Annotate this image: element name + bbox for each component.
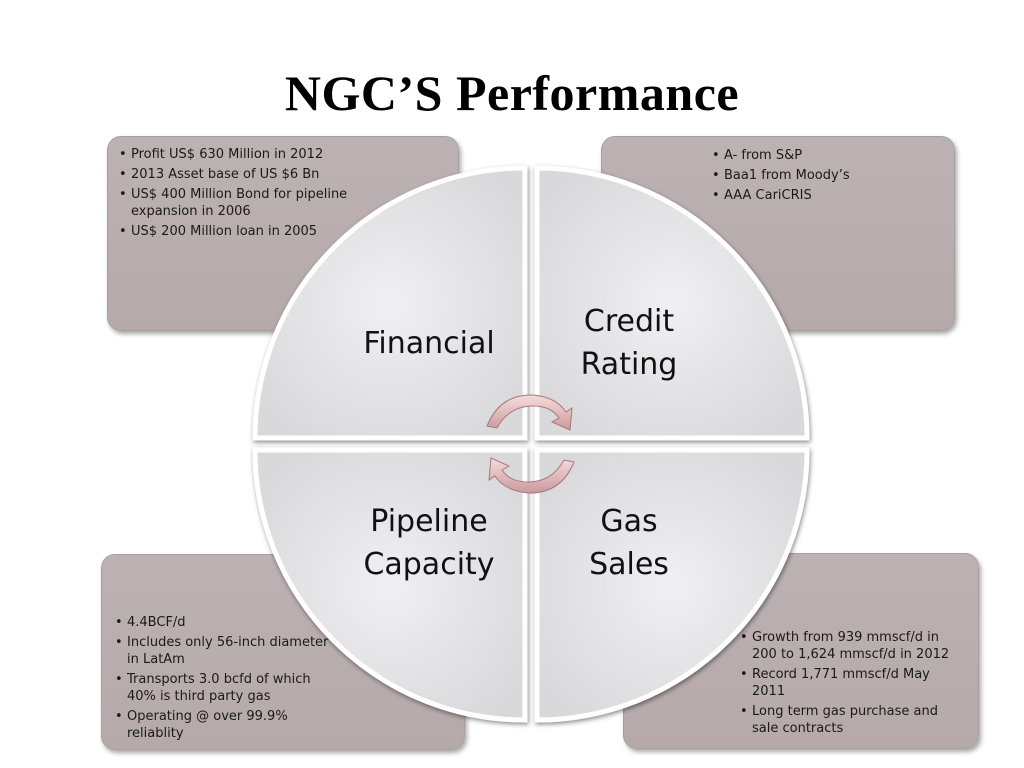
- credit-rating-label-line: Rating: [580, 347, 678, 382]
- gas-sales-label-line: Sales: [589, 547, 669, 582]
- list-item: Long term gas purchase and sale contract…: [738, 703, 963, 737]
- quadrant-gas-sales: [534, 447, 810, 723]
- quadrant-label-gas-sales: Gas Sales: [529, 500, 729, 586]
- pipeline-capacity-label-line: Capacity: [363, 547, 495, 582]
- credit-rating-bullet-list: A- from S&P Baa1 from Moody’s AAA CariCR…: [710, 147, 954, 204]
- list-item: 2013 Asset base of US $6 Bn: [117, 166, 357, 183]
- list-item: 4.4BCF/d: [113, 614, 337, 631]
- circular-arrows-icon: [486, 394, 575, 494]
- pipeline-capacity-label-line: Pipeline: [370, 504, 488, 539]
- quadrant-financial: [252, 165, 528, 441]
- credit-rating-label-line: Credit: [583, 304, 675, 339]
- list-item: AAA CariCRIS: [710, 187, 954, 204]
- gas-sales-bullet-list: Growth from 939 mmscf/d in 200 to 1,624 …: [738, 629, 963, 737]
- list-item: Growth from 939 mmscf/d in 200 to 1,624 …: [738, 629, 963, 663]
- quadrant-label-credit-rating: Credit Rating: [529, 300, 729, 386]
- list-item: A- from S&P: [710, 147, 954, 164]
- gas-sales-label-line: Gas: [600, 504, 658, 539]
- quadrant-credit-rating: [534, 165, 810, 441]
- pipeline-capacity-bullet-list: 4.4BCF/d Includes only 56-inch diameter …: [113, 614, 337, 742]
- arrow-top-icon: [486, 394, 573, 431]
- quadrant-pipeline-capacity: [252, 447, 528, 723]
- page-title: NGC’S Performance: [284, 65, 740, 121]
- list-item: US$ 400 Million Bond for pipeline expans…: [117, 186, 357, 220]
- list-item: Operating @ over 99.9% reliablity: [113, 708, 337, 742]
- list-item: Includes only 56-inch diameter in LatAm: [113, 634, 337, 668]
- arrow-bottom-icon: [488, 457, 575, 494]
- quadrant-label-financial: Financial: [363, 326, 495, 361]
- list-item: Profit US$ 630 Million in 2012: [117, 146, 357, 163]
- list-item: Record 1,771 mmscf/d May 2011: [738, 666, 963, 700]
- list-item: US$ 200 Million loan in 2005: [117, 223, 357, 240]
- quadrant-label-pipeline-capacity: Pipeline Capacity: [329, 500, 529, 586]
- list-item: Baa1 from Moody’s: [710, 167, 954, 184]
- list-item: Transports 3.0 bcfd of which 40% is thir…: [113, 671, 337, 705]
- financial-bullet-list: Profit US$ 630 Million in 2012 2013 Asse…: [117, 146, 357, 240]
